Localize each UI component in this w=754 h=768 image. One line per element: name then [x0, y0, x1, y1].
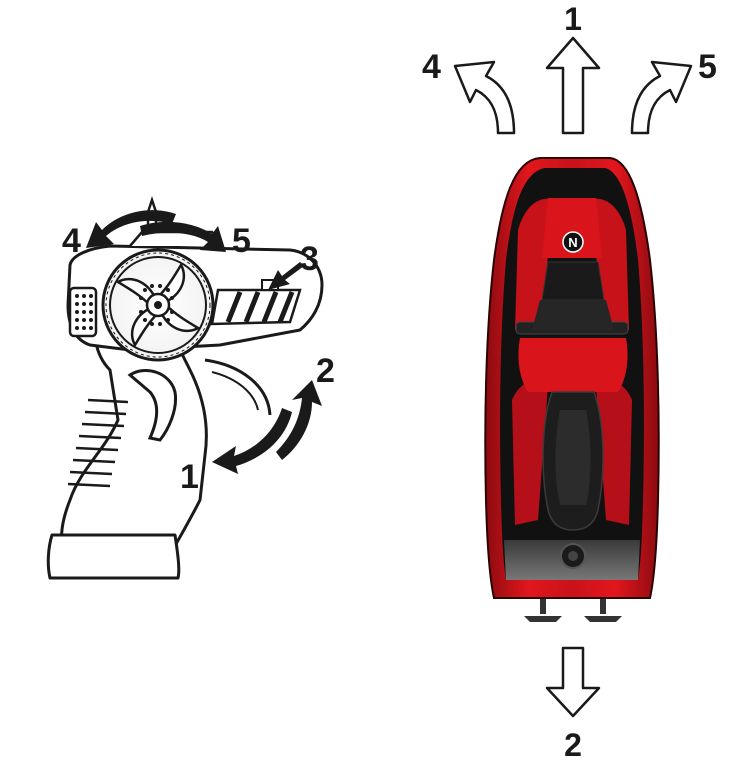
- trigger-guard: [204, 358, 272, 416]
- boat-direction-arrows: 1 4 5 2: [422, 1, 717, 763]
- grip-ribs: [67, 398, 129, 488]
- boat-nose-panel: [542, 198, 602, 258]
- turn-right-arrow-icon: [630, 60, 693, 135]
- vent-stripes: [225, 291, 295, 323]
- propeller-right: [584, 598, 622, 622]
- boat-label-5: 5: [698, 48, 717, 86]
- throttle-forward-arrow-icon: [212, 408, 292, 474]
- boat-console: [541, 261, 605, 301]
- remote-controller: 4 5 3 2 1: [46, 196, 335, 580]
- steering-wheel[interactable]: [101, 248, 215, 362]
- turn-left-arrow-icon: [453, 60, 516, 135]
- grille-dots: [75, 294, 93, 330]
- steer-left-arrow-icon: [86, 210, 176, 248]
- throttle-back-arrow-icon: [276, 380, 322, 460]
- steer-arrows: [86, 210, 226, 252]
- steer-right-arrow-icon: [140, 221, 226, 252]
- boat-logo-icon: [562, 231, 584, 253]
- throttle-trigger[interactable]: [127, 369, 178, 442]
- controller-label-5: 5: [232, 222, 251, 260]
- trim-pointer-arrow-icon: [268, 262, 304, 290]
- controller-label-2: 2: [316, 352, 335, 390]
- backward-arrow-icon: [545, 646, 601, 718]
- controller-label-4: 4: [62, 222, 81, 260]
- controller-label-3: 3: [300, 240, 319, 278]
- rc-boat: N: [484, 157, 660, 622]
- controller-label-1: 1: [180, 458, 199, 496]
- propeller-left: [524, 598, 562, 622]
- boat-label-2: 2: [564, 727, 582, 763]
- boat-label-4: 4: [422, 48, 441, 86]
- boat-mid-body: [518, 338, 628, 392]
- controller-base: [46, 533, 181, 580]
- boat-label-1: 1: [564, 1, 582, 37]
- forward-arrow-icon: [545, 36, 601, 135]
- boat-logo-glyph: N: [568, 235, 577, 250]
